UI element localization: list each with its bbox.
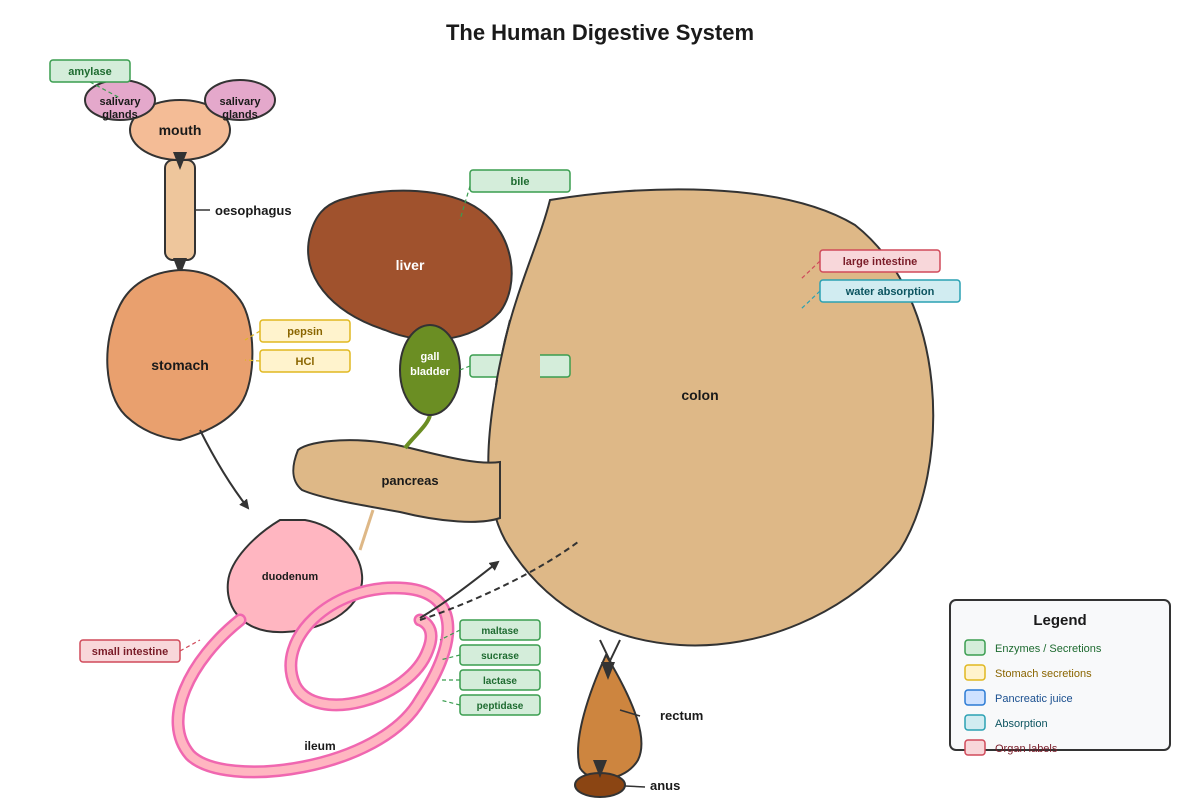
- ileum-label: ileum: [304, 739, 335, 753]
- peptidase-connector: [439, 699, 461, 706]
- pancreas-label: pancreas: [381, 473, 438, 488]
- bile-top-connector: [459, 185, 471, 221]
- legend-title: Legend: [1033, 612, 1086, 629]
- oesophagus-to-stomach-arrow: [173, 258, 187, 276]
- stomach-label: stomach: [151, 357, 209, 373]
- bile-mid-connector: [459, 365, 471, 371]
- lactase-tag-box: [459, 669, 541, 691]
- colon-edge-cover: [497, 345, 540, 380]
- salivary-right-label-1: salivary: [220, 96, 262, 108]
- rectum-label: rectum: [660, 708, 703, 723]
- hcl-connector: [244, 359, 261, 362]
- legend-swatch: [964, 689, 986, 706]
- amylase-connector: [89, 81, 121, 99]
- colon-label: colon: [681, 387, 718, 403]
- legend-item-label: Absorption: [995, 718, 1048, 730]
- amylase-tag-box: [49, 59, 131, 83]
- liver-label: liver: [396, 257, 425, 273]
- water-absorption-tag: water absorption: [845, 286, 935, 298]
- legend-item-label: Stomach secretions: [995, 668, 1092, 680]
- rectum-pointer: [619, 709, 641, 717]
- legend-swatch: [964, 639, 986, 656]
- maltase-tag: maltase: [481, 626, 519, 637]
- diagram-title: The Human Digestive System: [446, 20, 754, 45]
- colon-edge-line: [495, 319, 511, 386]
- maltase-tag-box: [459, 619, 541, 641]
- pepsin-tag-box: [259, 319, 351, 343]
- pancreas-shape: [292, 439, 501, 523]
- bile-top-tag-box: [469, 169, 571, 193]
- legend-item-label: Pancreatic juice: [995, 693, 1073, 705]
- salivary-gland-right: [204, 79, 276, 121]
- peptidase-tag: peptidase: [477, 701, 524, 712]
- sucrase-connector: [439, 654, 461, 661]
- oesophagus-label: oesophagus: [215, 203, 292, 218]
- sucrase-tag-box: [459, 644, 541, 666]
- small-intestine-connector: [179, 639, 201, 652]
- large-intestine-connector: [799, 260, 821, 281]
- salivary-right-label-2: glands: [222, 109, 257, 121]
- sucrase-tag: sucrase: [481, 651, 519, 662]
- water-absorption-connector: [799, 290, 821, 311]
- pepsin-connector: [244, 330, 261, 341]
- hcl-tag-box: [259, 349, 351, 373]
- mouth-label: mouth: [159, 122, 202, 138]
- gall-bladder-label-1: gall: [421, 351, 440, 363]
- stomach-to-duodenum-arrow: [199, 429, 250, 510]
- salivary-left-label-1: salivary: [100, 96, 142, 108]
- salivary-left-label-2: glands: [102, 109, 137, 121]
- hcl-tag: HCl: [296, 356, 315, 368]
- liver-shape: [307, 189, 513, 341]
- amylase-tag: amylase: [68, 66, 111, 78]
- colon-to-rectum-arrow: [601, 662, 615, 680]
- rectum-to-anus-arrow: [593, 760, 607, 778]
- small-intestine-tag: small intestine: [92, 646, 168, 658]
- duodenum-label: duodenum: [262, 571, 318, 583]
- bile-top-tag: bile: [511, 176, 530, 188]
- water-absorption-tag-box: [819, 279, 961, 303]
- anus-label: anus: [650, 778, 680, 793]
- legend-swatch: [964, 714, 986, 731]
- stomach-shape: [106, 268, 254, 442]
- oesophagus-shape: [164, 159, 196, 261]
- ileum-to-colon-dashed-path: [419, 541, 579, 621]
- ileum-tube: [174, 583, 452, 776]
- bile-duct: [403, 414, 432, 450]
- legend-item-label: Organ labels: [995, 743, 1058, 755]
- legend-swatch: [964, 739, 986, 756]
- small-intestine-tag-box: [79, 639, 181, 663]
- legend-swatch: [964, 664, 986, 681]
- legend-item-label: Enzymes / Secretions: [995, 643, 1102, 655]
- large-intestine-tag-box: [819, 249, 941, 273]
- lactase-tag: lactase: [483, 676, 517, 687]
- pepsin-tag: pepsin: [287, 326, 323, 338]
- mouth-to-oesophagus-arrow: [173, 152, 187, 170]
- peptidase-tag-box: [459, 694, 541, 716]
- gall-bladder-label-2: bladder: [410, 366, 450, 378]
- legend-box: [949, 599, 1171, 751]
- anus-pointer: [624, 785, 646, 788]
- maltase-connector: [439, 629, 461, 641]
- ileum-to-colon-arrow: [419, 560, 500, 619]
- pancreatic-duct: [358, 509, 375, 551]
- large-intestine-tag: large intestine: [843, 256, 918, 268]
